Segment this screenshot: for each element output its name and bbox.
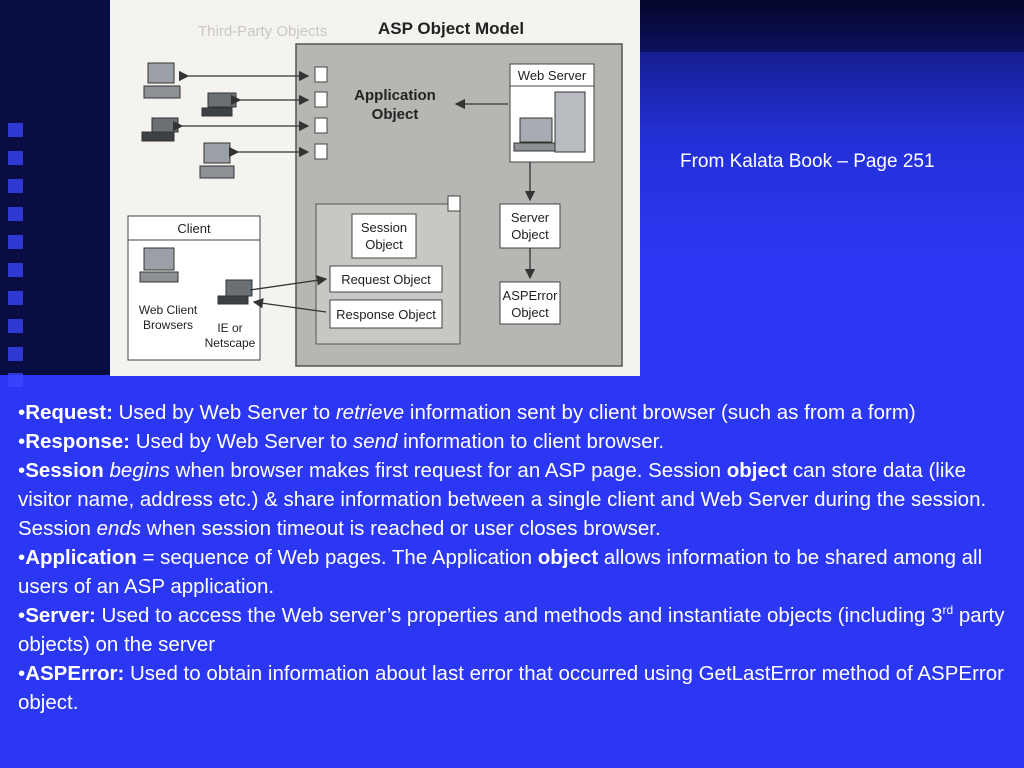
asperror-object-label-1: ASPError <box>503 288 559 303</box>
document-icon <box>447 195 461 212</box>
application-object-label-1: Application <box>354 87 436 104</box>
document-icons <box>314 66 328 160</box>
request-object-label: Request Object <box>341 272 431 287</box>
response-to-client-arrow <box>252 298 327 313</box>
response-object-label: Response Object <box>336 307 436 322</box>
session-object-label-1: Session <box>361 220 407 235</box>
bullet-server: •Server: Used to access the Web server’s… <box>18 603 1005 656</box>
source-caption: From Kalata Book – Page 251 <box>680 151 935 172</box>
ie-or-netscape-2: Netscape <box>205 336 256 350</box>
term-asperror: ASPError: <box>25 662 125 685</box>
server-object-label-2: Object <box>511 227 549 242</box>
term-session: Session <box>25 459 104 482</box>
faded-heading: Third-Party Objects <box>198 23 327 40</box>
client-label-box <box>127 215 261 241</box>
decorative-squares <box>0 115 30 395</box>
application-object-label-2: Object <box>372 106 419 123</box>
web-server-icon <box>513 91 586 153</box>
web-client-browsers-2: Browsers <box>143 318 193 332</box>
web-server-label: Web Server <box>518 68 587 83</box>
session-object-box <box>351 213 417 259</box>
client-to-request-arrow <box>249 275 328 291</box>
term-application: Application <box>25 546 137 569</box>
session-object-label-2: Object <box>365 237 403 252</box>
server-object-label-1: Server <box>511 210 550 225</box>
server-object-box <box>499 203 561 249</box>
asp-object-model-diagram: Third-Party Objects ASP Object Model App… <box>110 0 640 376</box>
bullet-response: •Response: Used by Web Server to send in… <box>18 430 665 453</box>
bullet-list: •Request: Used by Web Server to retrieve… <box>18 398 1008 717</box>
web-client-browsers-1: Web Client <box>139 303 198 317</box>
asperror-object-box <box>499 281 561 325</box>
client-app-arrows <box>172 70 310 158</box>
client-computer-icons <box>139 247 253 305</box>
client-label: Client <box>177 221 211 236</box>
response-object-box <box>329 299 443 329</box>
asperror-object-label-2: Object <box>511 305 549 320</box>
term-response: Response: <box>25 430 130 453</box>
ie-or-netscape-1: IE or <box>217 321 242 335</box>
request-object-box <box>329 265 443 293</box>
diagram-title: ASP Object Model <box>378 19 524 38</box>
term-server: Server: <box>25 604 96 627</box>
computer-icons <box>141 62 237 179</box>
bullet-request: •Request: Used by Web Server to retrieve… <box>18 401 916 424</box>
bullet-application: •Application = sequence of Web pages. Th… <box>18 546 983 598</box>
bullet-asperror: •ASPError: Used to obtain information ab… <box>18 662 1004 714</box>
term-request: Request: <box>25 401 113 424</box>
bullet-session: •Session begins when browser makes first… <box>18 459 987 540</box>
